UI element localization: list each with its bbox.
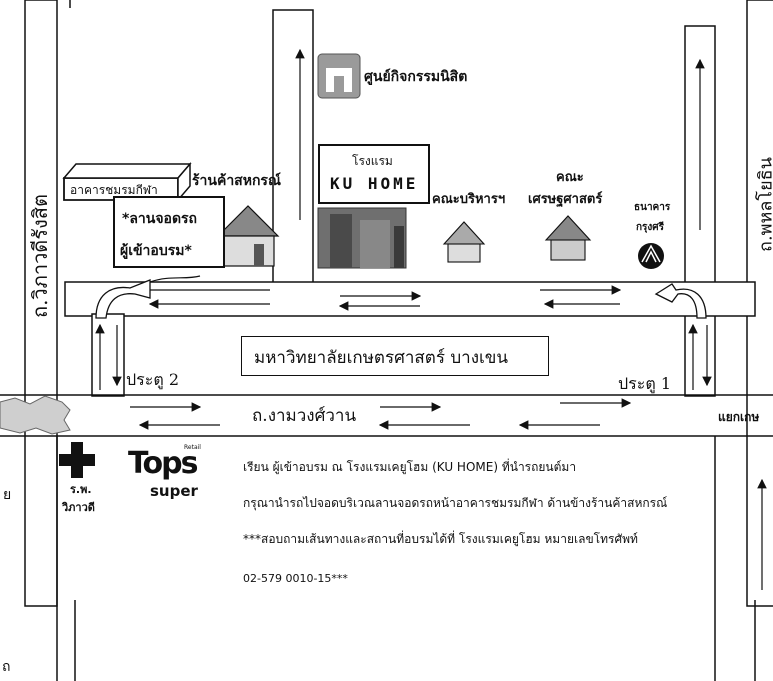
university-box [241,336,549,376]
parking-label-2: ผู้เข้าอบรม* [120,243,192,259]
gate1-label: ประตู 1 [618,374,671,393]
tops-logo-super: super [150,482,198,500]
sports-building-label: อาคารชมรมกีฬา [70,183,158,197]
admin-building-icon [442,221,486,263]
coop-store-label: ร้านค้าสหกรณ์ [192,173,281,189]
parking-label-1: *ลานจอดรถ [122,211,198,227]
edge-fragment-left-bottom: ถ [2,659,11,675]
student-center-label: ศูนย์กิจกรรมนิสิต [364,69,468,85]
ngamwongwan-label: ถ.งามวงศ์วาน [252,406,357,426]
note-line-4: 02-579 0010-15*** [243,572,348,585]
gate2-label: ประตู 2 [126,370,179,389]
note-line-1: เรียน ผู้เข้าอบรม ณ โรงแรมเคยูโฮม (KU HO… [243,460,577,474]
krungsri-bank-logo [638,243,664,269]
bank-label-1: ธนาคาร [634,202,671,213]
university-label: มหาวิทยาลัยเกษตรศาสตร์ บางเขน [254,348,509,368]
gate2-road [91,313,125,397]
vibhavadi-road [24,0,58,607]
edge-fragment-left-mid: ย [3,487,12,503]
note-line-2: กรุณานำรถไปจอดบริเวณลานจอดรถหน้าอาคารชมร… [243,496,668,510]
phahon-label: ถ.พหลโยธิน [755,157,773,252]
torn-patch [0,395,71,435]
campus-inner-road [64,281,756,317]
house-icon [216,205,280,267]
hotel-box [318,144,430,204]
hospital-label-2: วิภาวดี [62,501,95,514]
tops-logo-small: Retail [184,444,201,451]
hotel-label-2: KU HOME [330,174,419,193]
center-campus-road [272,9,314,311]
econ-faculty-label-1: คณะ [556,170,584,185]
parking-box [113,196,225,268]
turn-arrow-right [654,283,707,319]
hospital-cross-icon [59,442,95,478]
vibhavadi-label: ถ.วิภาวดีรังสิต [28,193,52,319]
junction-label: แยกเกษ [718,410,760,424]
note-line-3: ***สอบถามเส้นทางและสถานที่อบรมได้ที่ โรง… [243,532,638,546]
tops-logo-text: Tops [128,446,198,481]
econ-faculty-label-2: เศรษฐศาสตร์ [528,192,603,207]
student-center-logo [317,53,361,99]
hotel-label-1: โรงแรม [352,154,393,168]
bank-label-2: กรุงศรี [636,222,665,233]
turn-arrow-left [95,279,151,319]
econ-building-icon [544,215,592,261]
admin-faculty-label: คณะบริหารฯ [432,192,506,207]
hospital-label-1: ร.พ. [70,483,92,496]
